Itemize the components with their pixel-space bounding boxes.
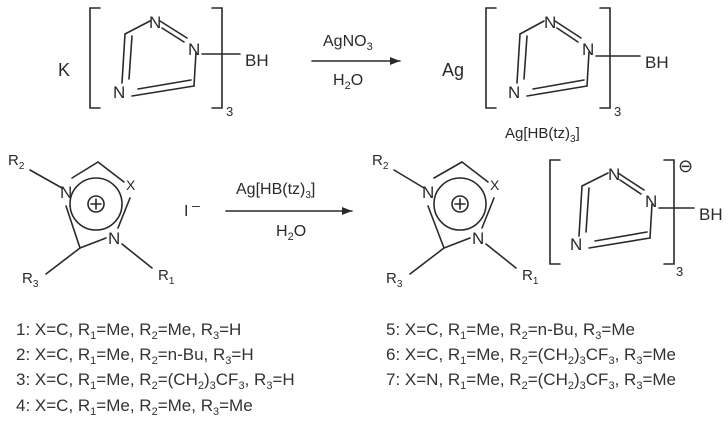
bracket-left-2 bbox=[485, 7, 611, 109]
compound-6: 6: X=C, R1=Me, R2=(CH2)3CF3, R3=Me bbox=[386, 345, 676, 367]
bracket-left-1 bbox=[89, 7, 223, 109]
aromatic-circle-left bbox=[69, 177, 123, 231]
compound-4: 4: X=C, R1=Me, R2=Me, R3=Me bbox=[16, 396, 253, 418]
product-name-ag-hbtz3: Ag[HB(tz)3] bbox=[505, 125, 580, 145]
atom-n-5a: N bbox=[608, 165, 620, 184]
anion-charge: ⊖ bbox=[678, 156, 693, 176]
imidazolium-ring-left: R2 N X N R3 R1 bbox=[8, 152, 175, 290]
arrowhead-1 bbox=[390, 57, 400, 65]
compound-5: 5: X=C, R1=Me, R2=n-Bu, R3=Me bbox=[386, 320, 635, 342]
subscript-3-c: 3 bbox=[676, 264, 683, 279]
compound-1: 1: X=C, R1=Me, R2=Me, R3=H bbox=[16, 320, 241, 342]
r3-label-right: R3 bbox=[386, 270, 403, 290]
atom-n-1c: N bbox=[113, 83, 125, 102]
x-label-left: X bbox=[126, 177, 136, 193]
r1-label-left: R1 bbox=[158, 267, 175, 287]
aromatic-circle-right bbox=[433, 177, 487, 231]
atom-n-1b: N bbox=[188, 40, 200, 59]
atom-n-3b: N bbox=[108, 229, 120, 248]
potassium-label: K bbox=[58, 60, 70, 80]
plus-sign-left bbox=[90, 198, 102, 210]
solvent-water-1: H2O bbox=[333, 72, 363, 92]
atom-n-2b: N bbox=[582, 40, 594, 59]
r3-label-left: R3 bbox=[22, 270, 39, 290]
arrowhead-2 bbox=[342, 207, 352, 215]
atom-n-2c: N bbox=[508, 83, 520, 102]
atom-n-3a: N bbox=[60, 183, 72, 202]
boron-label-1: BH bbox=[245, 51, 269, 70]
triazole-ring-1: N N N bbox=[113, 13, 200, 102]
subscript-3-a: 3 bbox=[226, 104, 233, 119]
iodide-label: I bbox=[184, 203, 188, 220]
plus-charge-circle-left bbox=[87, 195, 105, 213]
atom-n-5b: N bbox=[645, 192, 657, 211]
x-label-right: X bbox=[490, 177, 500, 193]
reagent-agno3: AgNO3 bbox=[323, 33, 373, 53]
compound-2: 2: X=C, R1=Me, R2=n-Bu, R3=H bbox=[16, 345, 254, 367]
imidazolium-ring-right: R2 N X N R3 R1 bbox=[372, 152, 539, 290]
iodide-charge: – bbox=[192, 197, 200, 213]
atom-n-4b: N bbox=[472, 229, 484, 248]
atom-n-1a: N bbox=[149, 13, 161, 32]
compound-7: 7: X=N, R1=Me, R2=(CH2)3CF3, R3=Me bbox=[386, 370, 676, 392]
r2-label-right: R2 bbox=[372, 152, 389, 172]
compound-list-left: 1: X=C, R1=Me, R2=Me, R3=H 2: X=C, R1=Me… bbox=[16, 320, 295, 418]
atom-n-5c: N bbox=[570, 235, 582, 254]
r2-label-left: R2 bbox=[8, 152, 25, 172]
compound-list-right: 5: X=C, R1=Me, R2=n-Bu, R3=Me 6: X=C, R1… bbox=[386, 320, 676, 392]
compound-3: 3: X=C, R1=Me, R2=(CH2)3CF3, R3=H bbox=[16, 370, 295, 392]
boron-label-3: BH bbox=[699, 205, 723, 224]
atom-n-2a: N bbox=[544, 13, 556, 32]
triazole-ring-2: N N N bbox=[508, 13, 594, 102]
boron-label-2: BH bbox=[645, 53, 669, 72]
atom-n-4a: N bbox=[422, 183, 434, 202]
reagent-ag-hbtz3: Ag[HB(tz)3] bbox=[236, 181, 315, 201]
plus-sign-right bbox=[454, 198, 466, 210]
bracket-anion bbox=[549, 159, 675, 265]
triazole-ring-3: N N N bbox=[570, 165, 657, 254]
solvent-water-2: H2O bbox=[276, 223, 306, 243]
silver-label: Ag bbox=[442, 60, 464, 80]
r1-label-right: R1 bbox=[522, 267, 539, 287]
subscript-3-b: 3 bbox=[614, 104, 621, 119]
plus-charge-circle-right bbox=[451, 195, 469, 213]
